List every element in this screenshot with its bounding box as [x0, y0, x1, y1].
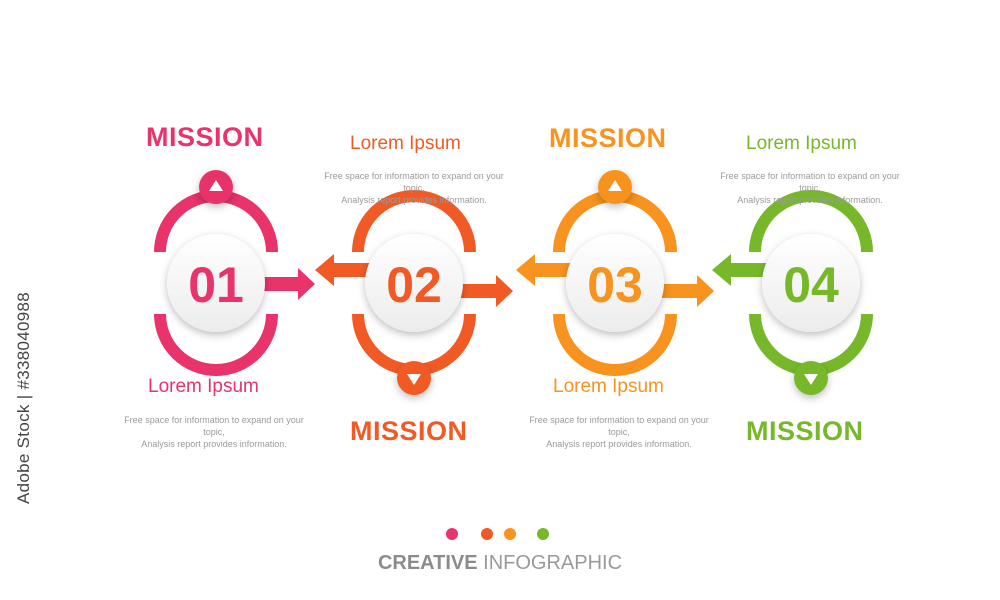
- step-4-description: Free space for information to expand on …: [710, 170, 910, 206]
- step-2-desc-line-2: Analysis report provides information.: [341, 195, 487, 205]
- step-3-arrow-right: [661, 275, 714, 307]
- footer-dot-3: [504, 528, 516, 540]
- step-2-desc-line-1: Free space for information to expand on …: [324, 171, 504, 193]
- triangle-up-icon: [608, 180, 622, 191]
- step-1-disc: [167, 234, 265, 332]
- step-3-title: MISSION: [549, 123, 667, 153]
- step-1-title: MISSION: [146, 122, 264, 152]
- step-4-desc-line-1: Free space for information to expand on …: [720, 171, 900, 193]
- step-1-subtitle: Lorem Ipsum: [148, 376, 259, 397]
- stock-stamp: Adobe Stock | #338040988: [14, 292, 34, 504]
- step-1-desc-line-1: Free space for information to expand on …: [124, 415, 304, 437]
- stock-stamp-text: Adobe Stock | #338040988: [14, 291, 34, 505]
- step-4-number: 04: [783, 257, 839, 313]
- triangle-up-icon: [209, 180, 223, 191]
- step-2-subtitle: Lorem Ipsum: [350, 133, 461, 154]
- footer-dot-1: [446, 528, 458, 540]
- step-4-title: MISSION: [746, 416, 864, 446]
- step-1-arrow-right: [262, 268, 315, 300]
- step-2-description: Free space for information to expand on …: [314, 170, 514, 206]
- step-3-node: [516, 170, 714, 376]
- triangle-down-icon: [407, 374, 421, 385]
- triangle-down-icon: [804, 374, 818, 385]
- footer-dot-2: [481, 528, 493, 540]
- step-3-desc-line-1: Free space for information to expand on …: [529, 415, 709, 437]
- step-3-disc: [566, 234, 664, 332]
- step-3-arrow-left: [516, 254, 571, 286]
- step-2-arrow-left: [315, 254, 370, 286]
- step-2-number: 02: [386, 257, 442, 313]
- step-3-description: Free space for information to expand on …: [519, 414, 719, 450]
- footer-light: INFOGRAPHIC: [483, 552, 623, 574]
- step-3-subtitle: Lorem Ipsum: [553, 376, 664, 397]
- footer-dot-4: [537, 528, 549, 540]
- step-1-node: [154, 170, 315, 376]
- step-1-desc-line-2: Analysis report provides information.: [141, 439, 287, 449]
- step-4-subtitle: Lorem Ipsum: [746, 133, 857, 154]
- footer-caption: CREATIVE INFOGRAPHIC: [0, 552, 1000, 575]
- step-2-node: [315, 190, 513, 395]
- step-1-description: Free space for information to expand on …: [114, 414, 314, 450]
- step-2-title: MISSION: [350, 416, 468, 446]
- step-3-number: 03: [587, 257, 643, 313]
- step-2-arrow-right: [460, 275, 513, 307]
- step-3-desc-line-2: Analysis report provides information.: [546, 439, 692, 449]
- step-4-arrow-left: [712, 254, 767, 286]
- footer-bold: CREATIVE: [377, 552, 478, 574]
- step-1-number: 01: [188, 257, 244, 313]
- step-4-node: [712, 190, 873, 395]
- step-2-disc: [365, 234, 463, 332]
- step-4-desc-line-2: Analysis report provides information.: [737, 195, 883, 205]
- step-4-disc: [762, 234, 860, 332]
